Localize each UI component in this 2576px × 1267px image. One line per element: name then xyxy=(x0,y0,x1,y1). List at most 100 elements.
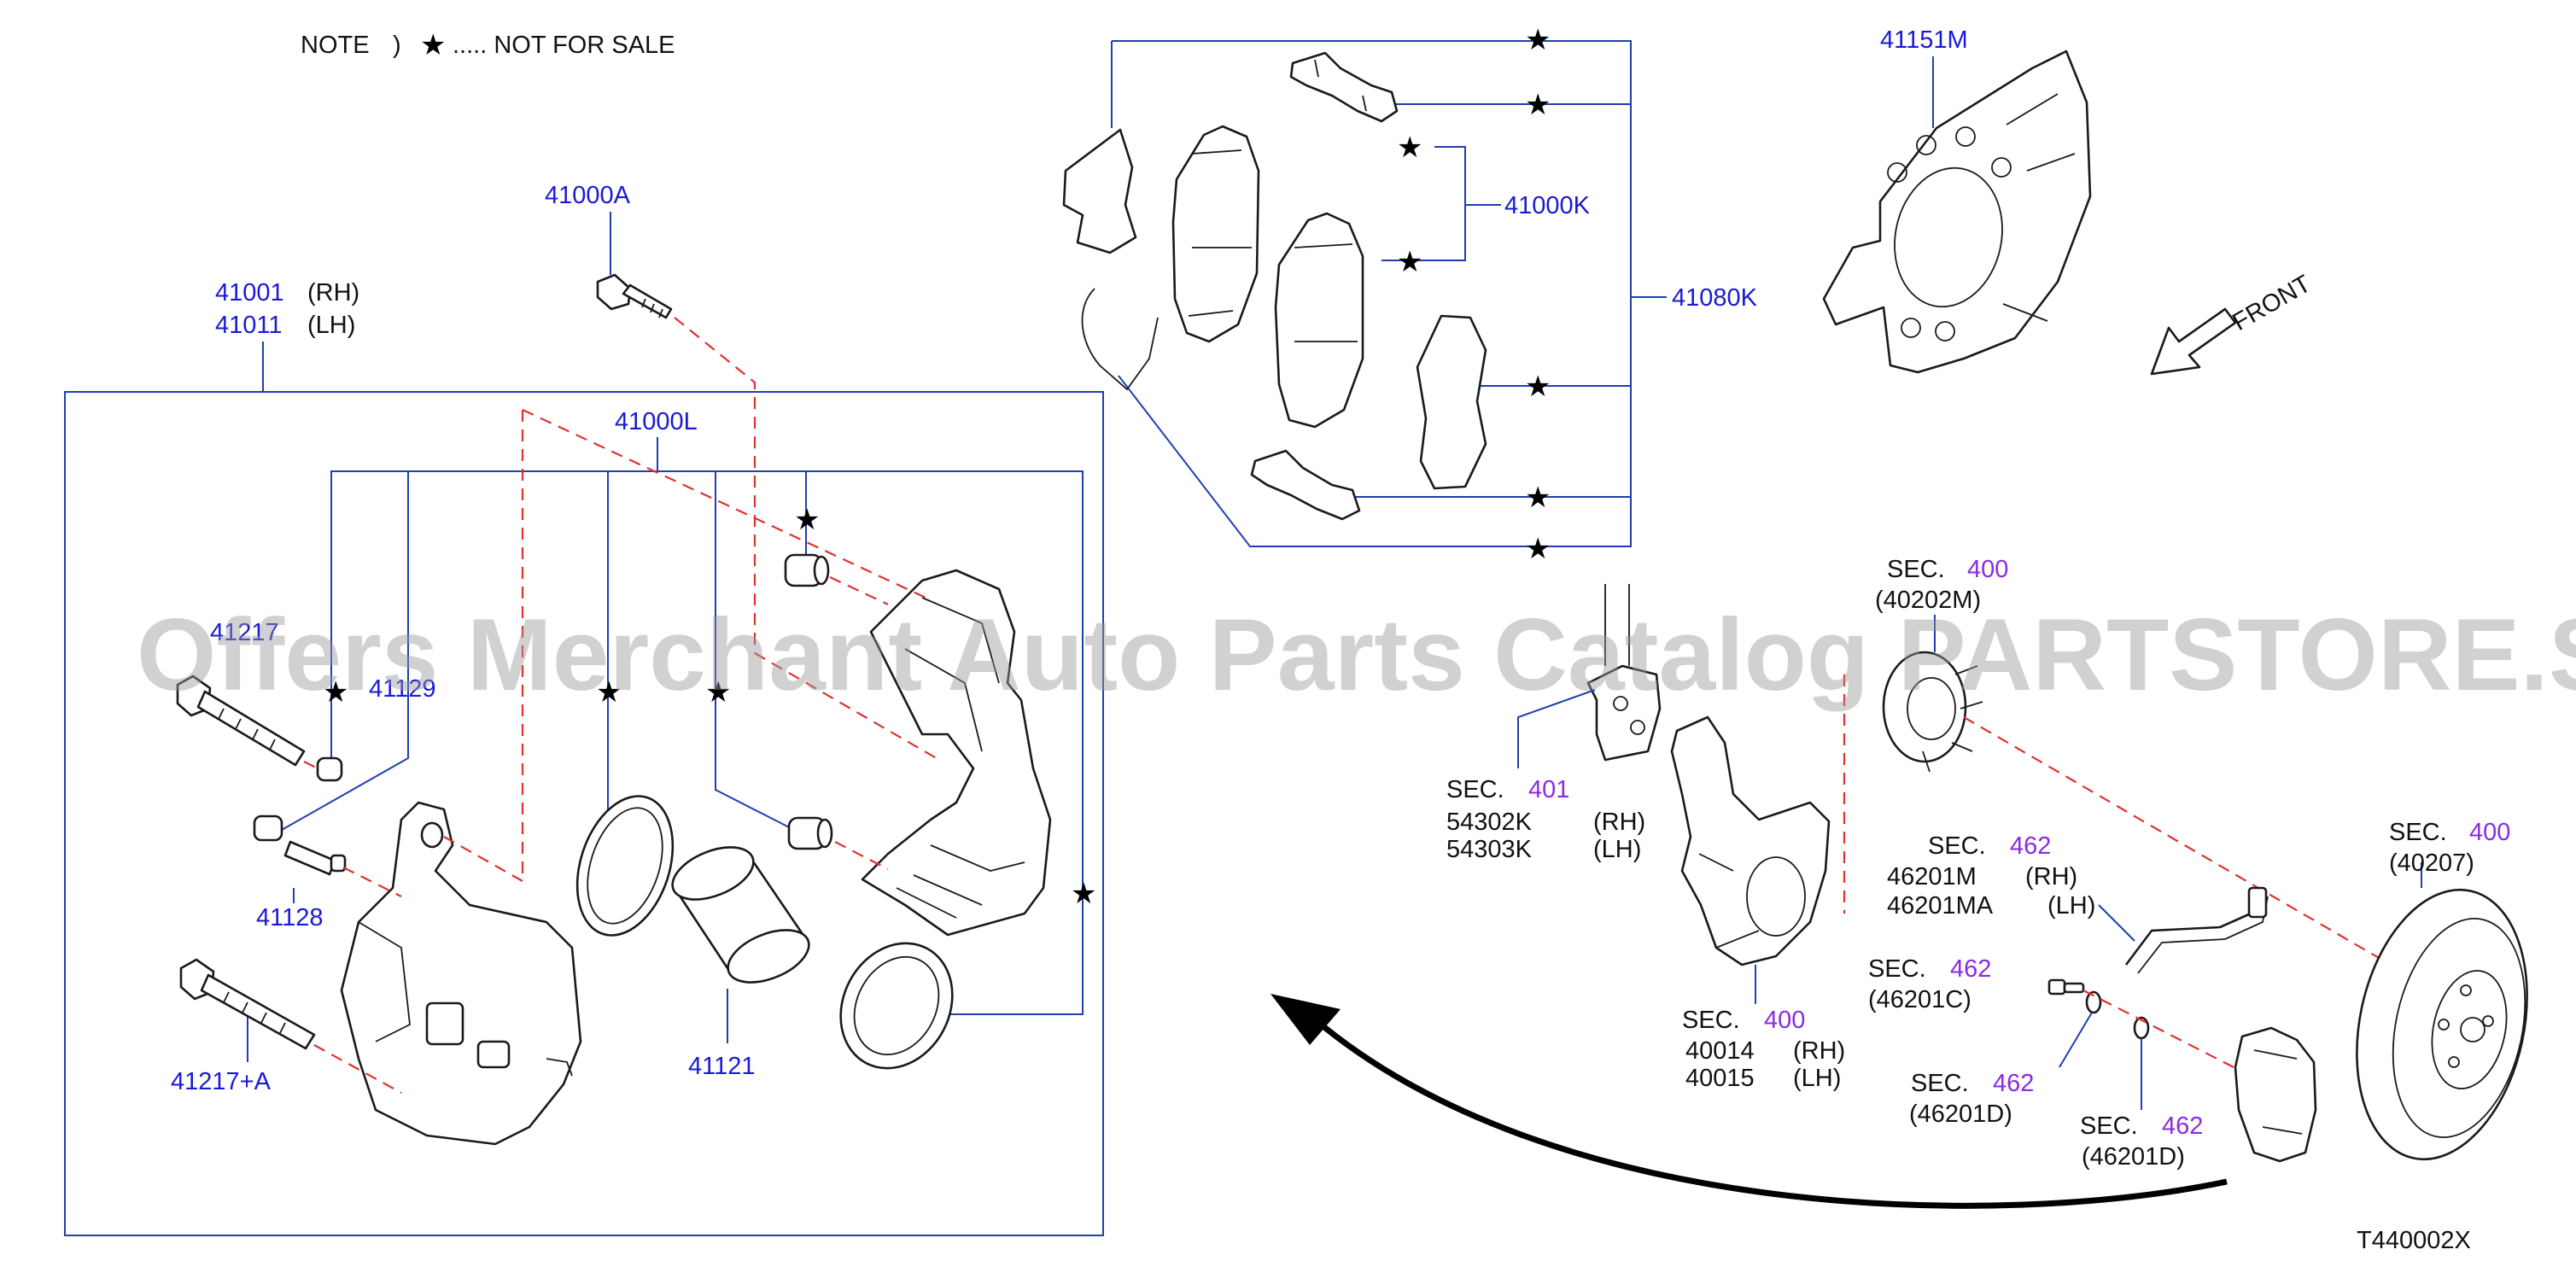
sec-400-hub-num[interactable]: 400 xyxy=(1967,556,2008,583)
guide-caliper-vertical xyxy=(443,410,524,883)
note-paren: ) xyxy=(393,32,401,59)
guide-hub-rotor xyxy=(1963,716,2392,966)
star-icon-kit-4: ★ xyxy=(1525,481,1551,515)
star-icon-bushing-mid: ★ xyxy=(705,675,731,709)
sec-400-knuckle-part1: 40014 xyxy=(1685,1037,1755,1065)
front-label: FRONT xyxy=(2228,270,2316,336)
sec-462-d2-part: (46201D) xyxy=(2082,1143,2185,1171)
star-icon-boot: ★ xyxy=(1071,877,1096,911)
star-icon-seal: ★ xyxy=(596,675,622,709)
guide-pin-bolt-lower xyxy=(179,958,316,1050)
part-41217A[interactable]: 41217+A xyxy=(171,1068,272,1095)
sec-400-hub-word: SEC. xyxy=(1887,556,1945,583)
sec-400-rotor-part: (40207) xyxy=(2389,850,2474,877)
sec-400-knuckle-word: SEC. xyxy=(1682,1007,1740,1034)
leader-hose xyxy=(2098,904,2135,942)
guide-pin-bolt-upper xyxy=(176,674,306,767)
star-icon-kit-1: ★ xyxy=(1525,23,1551,57)
brake-hose xyxy=(2124,886,2269,974)
guide-bushing-mid xyxy=(834,841,889,870)
guide-bushing-top xyxy=(829,576,889,605)
part-41129[interactable]: 41129 xyxy=(369,675,436,703)
sec-401-num[interactable]: 401 xyxy=(1528,776,1569,803)
sec-400-hub-part: (40202M) xyxy=(1875,587,1981,614)
bushing-top xyxy=(784,553,830,587)
union-bolt xyxy=(2047,978,2085,996)
inner-shim xyxy=(1416,314,1487,490)
part-41011-side: (LH) xyxy=(307,312,355,339)
part-41000L[interactable]: 41000L xyxy=(615,408,698,435)
sec-462-hose-word: SEC. xyxy=(1928,832,1986,860)
leader-sec-401 xyxy=(1517,689,1596,768)
diagram-id: T440002X xyxy=(2357,1227,2471,1254)
sec-462-c-part: (46201C) xyxy=(1868,986,1971,1013)
piston-seal-41000L xyxy=(575,795,675,937)
watermark-text: Offers Merchant Auto Parts Catalog PARTS… xyxy=(137,598,2576,712)
star-icon-pad-outer: ★ xyxy=(1397,131,1422,165)
assembly-direction-arrow xyxy=(1270,994,2228,1209)
strut-mount-bracket xyxy=(1586,584,1662,762)
sec-400-rotor-word: SEC. xyxy=(2389,819,2447,846)
caliper-body xyxy=(340,801,582,1146)
part-41080K[interactable]: 41080K xyxy=(1672,284,1758,312)
pad-clip-lower xyxy=(1250,449,1361,521)
brake-rotor xyxy=(2356,888,2528,1161)
copper-washer-1 xyxy=(2085,990,2102,1014)
brake-pad-outer xyxy=(1171,125,1260,343)
bleeder-41128 xyxy=(283,840,347,876)
sec-462-d1-word: SEC. xyxy=(1911,1070,1969,1097)
guide-caliper-top xyxy=(522,409,926,598)
part-41000A[interactable]: 41000A xyxy=(545,182,631,209)
pad-clip-upper xyxy=(1289,51,1399,123)
note-text: ..... NOT FOR SALE xyxy=(453,32,675,59)
part-41128[interactable]: 41128 xyxy=(256,904,324,931)
piston-41121 xyxy=(671,846,810,984)
part-41217[interactable]: 41217 xyxy=(210,619,279,646)
sec-401-part2: 54303K xyxy=(1446,836,1533,863)
sec-462-d2-word: SEC. xyxy=(2080,1112,2138,1140)
sec-401-part1: 54302K xyxy=(1446,809,1533,836)
sec-462-d1-num[interactable]: 462 xyxy=(1993,1070,2034,1097)
suspension-group: SEC. 401 54302K (RH) 54303K (LH) SEC. 40… xyxy=(1270,556,2528,1209)
sec-462-hose-part1: 46201M xyxy=(1887,863,1977,890)
star-icon-bushing-top: ★ xyxy=(794,503,820,537)
dust-cap-41129 xyxy=(253,814,283,842)
caliper-mini xyxy=(2234,1026,2317,1163)
caliper-bolt-41000A xyxy=(596,273,673,319)
caliper-torque-member xyxy=(861,569,1052,937)
sec-462-c-word: SEC. xyxy=(1868,955,1926,983)
sec-400-knuckle-num[interactable]: 400 xyxy=(1764,1007,1805,1034)
note-label: NOTE xyxy=(301,32,370,59)
leader-41129 xyxy=(281,753,409,831)
guide-bolt-upper xyxy=(303,761,322,771)
sec-462-d2-num[interactable]: 462 xyxy=(2162,1112,2203,1140)
sec-401-side1: (RH) xyxy=(1593,809,1645,836)
star-icon-kit-3: ★ xyxy=(1525,370,1551,404)
part-41001-side: (RH) xyxy=(307,279,359,307)
sec-400-knuckle-side2: (LH) xyxy=(1793,1065,1841,1092)
sec-462-d1-part: (46201D) xyxy=(1909,1101,2012,1128)
guide-bleeder xyxy=(342,867,402,897)
note-header: NOTE ) ★ ..... NOT FOR SALE xyxy=(301,28,675,62)
star-icon-kit-5: ★ xyxy=(1525,532,1551,566)
wheel-hub xyxy=(1882,651,1983,773)
part-41151M[interactable]: 41151M xyxy=(1880,26,1968,54)
leader-washer-1 xyxy=(2059,1012,2093,1068)
splash-shield-41151M: 41151M xyxy=(1822,26,2092,374)
brake-pad-inner xyxy=(1274,212,1364,429)
sec-462-c-num[interactable]: 462 xyxy=(1950,955,1991,983)
part-41001[interactable]: 41001 xyxy=(215,279,284,307)
part-41011[interactable]: 41011 xyxy=(215,312,283,339)
guide-41000A xyxy=(674,317,756,653)
guide-bracket-bolt xyxy=(754,652,940,761)
note-star-icon: ★ xyxy=(420,28,446,62)
caliper-assembly: 41001 (RH) 41011 (LH) 41000A 41000L ★ ★ … xyxy=(64,182,1104,1236)
sec-462-hose-side2: (LH) xyxy=(2047,892,2095,920)
caliper-assembly-frame xyxy=(64,391,1104,1236)
sec-462-hose-num[interactable]: 462 xyxy=(2010,832,2051,860)
part-41000K[interactable]: 41000K xyxy=(1504,192,1591,219)
sec-400-rotor-num[interactable]: 400 xyxy=(2469,819,2510,846)
sec-401-side2: (LH) xyxy=(1593,836,1641,863)
part-41121[interactable]: 41121 xyxy=(688,1053,756,1080)
